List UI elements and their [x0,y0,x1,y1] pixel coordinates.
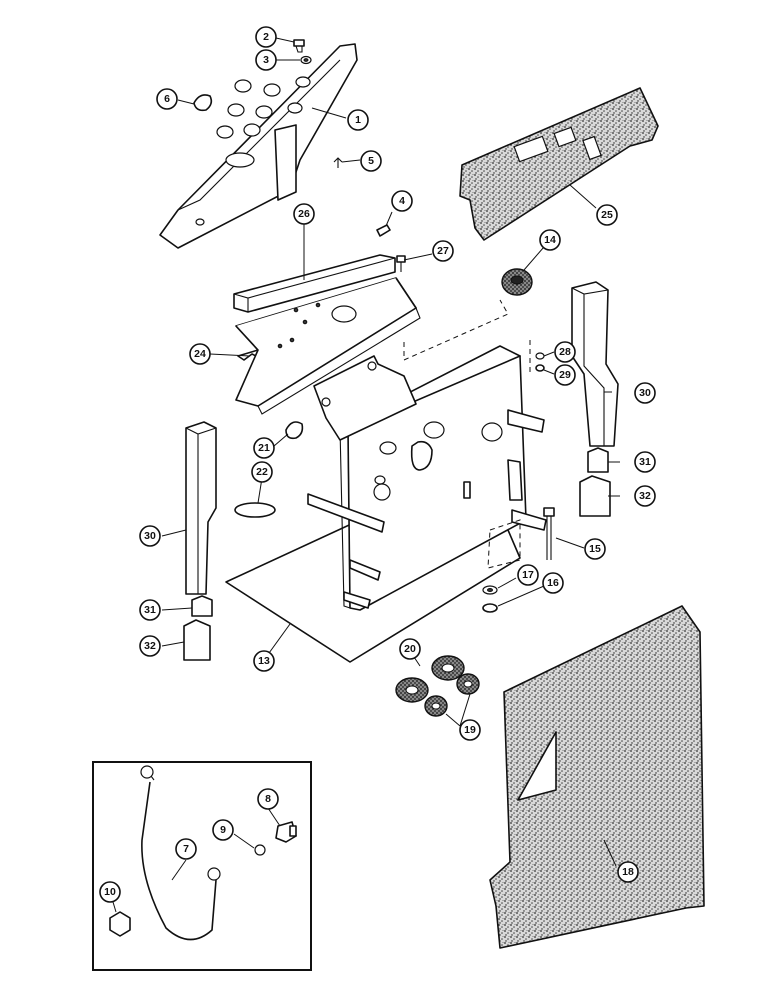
svg-text:15: 15 [589,543,601,555]
svg-text:6: 6 [164,93,170,105]
callout-20: 20 [399,638,421,660]
callout-13: 13 [253,650,275,672]
insulation-pad-upper [459,87,659,241]
callout-32-right: 32 [634,485,656,507]
svg-text:9: 9 [220,824,226,836]
callout-26: 26 [293,203,315,225]
svg-text:7: 7 [183,843,189,855]
svg-text:5: 5 [368,155,374,167]
svg-text:4: 4 [399,195,405,207]
nut-small [535,364,545,372]
callout-29: 29 [554,364,576,386]
svg-text:31: 31 [639,456,651,468]
svg-text:22: 22 [256,466,268,478]
callout-10: 10 [99,881,121,903]
lock-washer [482,603,498,613]
plug-small [193,94,213,112]
panel-plate [159,43,358,249]
callout-31-left: 31 [139,599,161,621]
callout-16: 16 [542,572,564,594]
block-large-right [579,475,611,517]
bolt-small [396,255,406,272]
grommet [501,268,533,296]
washer-flat [482,585,498,595]
svg-text:32: 32 [639,490,651,502]
cover-disk [234,502,276,518]
inset-cable-kit [92,761,312,971]
svg-text:28: 28 [559,346,571,358]
washer [300,55,312,65]
callout-30-left: 30 [139,525,161,547]
screw [293,39,305,53]
svg-text:2: 2 [263,31,269,43]
callout-24: 24 [189,343,211,365]
plug [285,421,304,440]
svg-text:18: 18 [622,866,634,878]
svg-text:17: 17 [522,569,534,581]
svg-text:29: 29 [559,369,571,381]
callout-4: 4 [391,190,413,212]
bolt-long [543,507,555,560]
callout-25: 25 [596,204,618,226]
callout-19: 19 [459,719,481,741]
callout-22: 22 [251,461,273,483]
washer-small [535,352,545,360]
block-large-left [183,619,211,661]
post-right [571,281,619,447]
panel-bracket [235,277,421,415]
callout-30-right: 30 [634,382,656,404]
clip [333,157,343,168]
svg-text:3: 3 [263,54,269,66]
callout-5: 5 [360,150,382,172]
callout-9: 9 [212,819,234,841]
svg-text:16: 16 [547,577,559,589]
svg-text:1: 1 [355,114,361,126]
callout-14: 14 [539,229,561,251]
svg-text:31: 31 [144,604,156,616]
callout-17: 17 [517,564,539,586]
callout-15: 15 [584,538,606,560]
callout-8: 8 [257,788,279,810]
insulation-panel-large [489,605,705,949]
callout-1: 1 [347,109,369,131]
svg-text:25: 25 [601,209,613,221]
svg-text:32: 32 [144,640,156,652]
block-small-left [191,595,213,617]
svg-text:26: 26 [298,208,310,220]
callout-6: 6 [156,88,178,110]
callout-7: 7 [175,838,197,860]
svg-text:10: 10 [104,886,116,898]
svg-text:24: 24 [194,348,206,360]
svg-text:14: 14 [544,234,556,246]
svg-text:30: 30 [144,530,156,542]
callout-28: 28 [554,341,576,363]
callout-18: 18 [617,861,639,883]
svg-text:27: 27 [437,245,449,257]
svg-text:30: 30 [639,387,651,399]
foam-bar [233,254,396,313]
svg-text:8: 8 [265,793,271,805]
callout-27: 27 [432,240,454,262]
svg-text:19: 19 [464,724,476,736]
rubber-mount-large [395,655,465,703]
callout-3: 3 [255,49,277,71]
callout-21: 21 [253,437,275,459]
svg-text:21: 21 [258,442,270,454]
svg-text:20: 20 [404,643,416,655]
callout-31-right: 31 [634,451,656,473]
callout-32-left: 32 [139,635,161,657]
callout-2: 2 [255,26,277,48]
rubber-mount-small [424,673,480,717]
block-small-right [587,447,609,473]
post-left [185,421,217,595]
main-frame [225,299,547,663]
svg-text:13: 13 [258,655,270,667]
spring-pin [376,224,391,237]
